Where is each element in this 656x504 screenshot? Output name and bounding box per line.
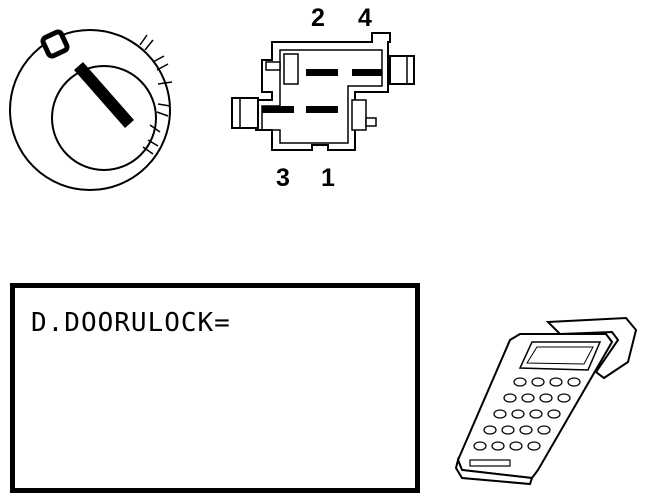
terminal-3: [262, 106, 294, 113]
pin-label-1: 1: [321, 164, 335, 192]
ignition-switch-icon: [9, 29, 173, 191]
terminal-1: [306, 106, 338, 113]
tester-display-text: D.DOORULOCK=: [31, 308, 231, 338]
handheld-tester-icon: [329, 316, 638, 486]
pin-label-4: 4: [358, 4, 372, 32]
terminal-2: [306, 69, 338, 76]
pin-label-2: 2: [311, 4, 325, 32]
connector-icon: [231, 32, 415, 151]
terminal-4: [352, 69, 382, 76]
tester-display-box: D.DOORULOCK=: [10, 283, 420, 493]
pin-label-3: 3: [276, 164, 290, 192]
